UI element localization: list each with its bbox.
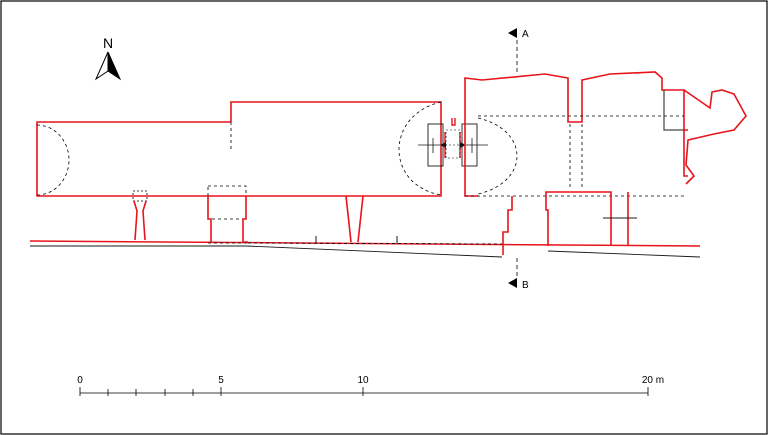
section-arrow-icon [508,28,517,38]
apse-detail [398,101,518,196]
section-line: A B [508,28,529,291]
section-label-a: A [522,29,529,40]
street-lines [29,236,701,258]
scale-label-0: 0 [77,375,83,386]
east-hall [464,71,747,255]
buttresses [132,185,364,243]
west-hall [36,101,442,197]
scale-bar: 0 5 10 20 m [77,375,664,396]
north-arrow-icon [94,51,122,81]
north-label: N [103,35,113,51]
scale-label-10: 10 [357,375,369,386]
scale-label-20: 20 m [642,375,664,386]
scale-label-5: 5 [218,375,224,386]
north-arrow: N [94,35,122,81]
section-arrow-icon [508,278,517,288]
section-label-b: B [522,280,529,291]
